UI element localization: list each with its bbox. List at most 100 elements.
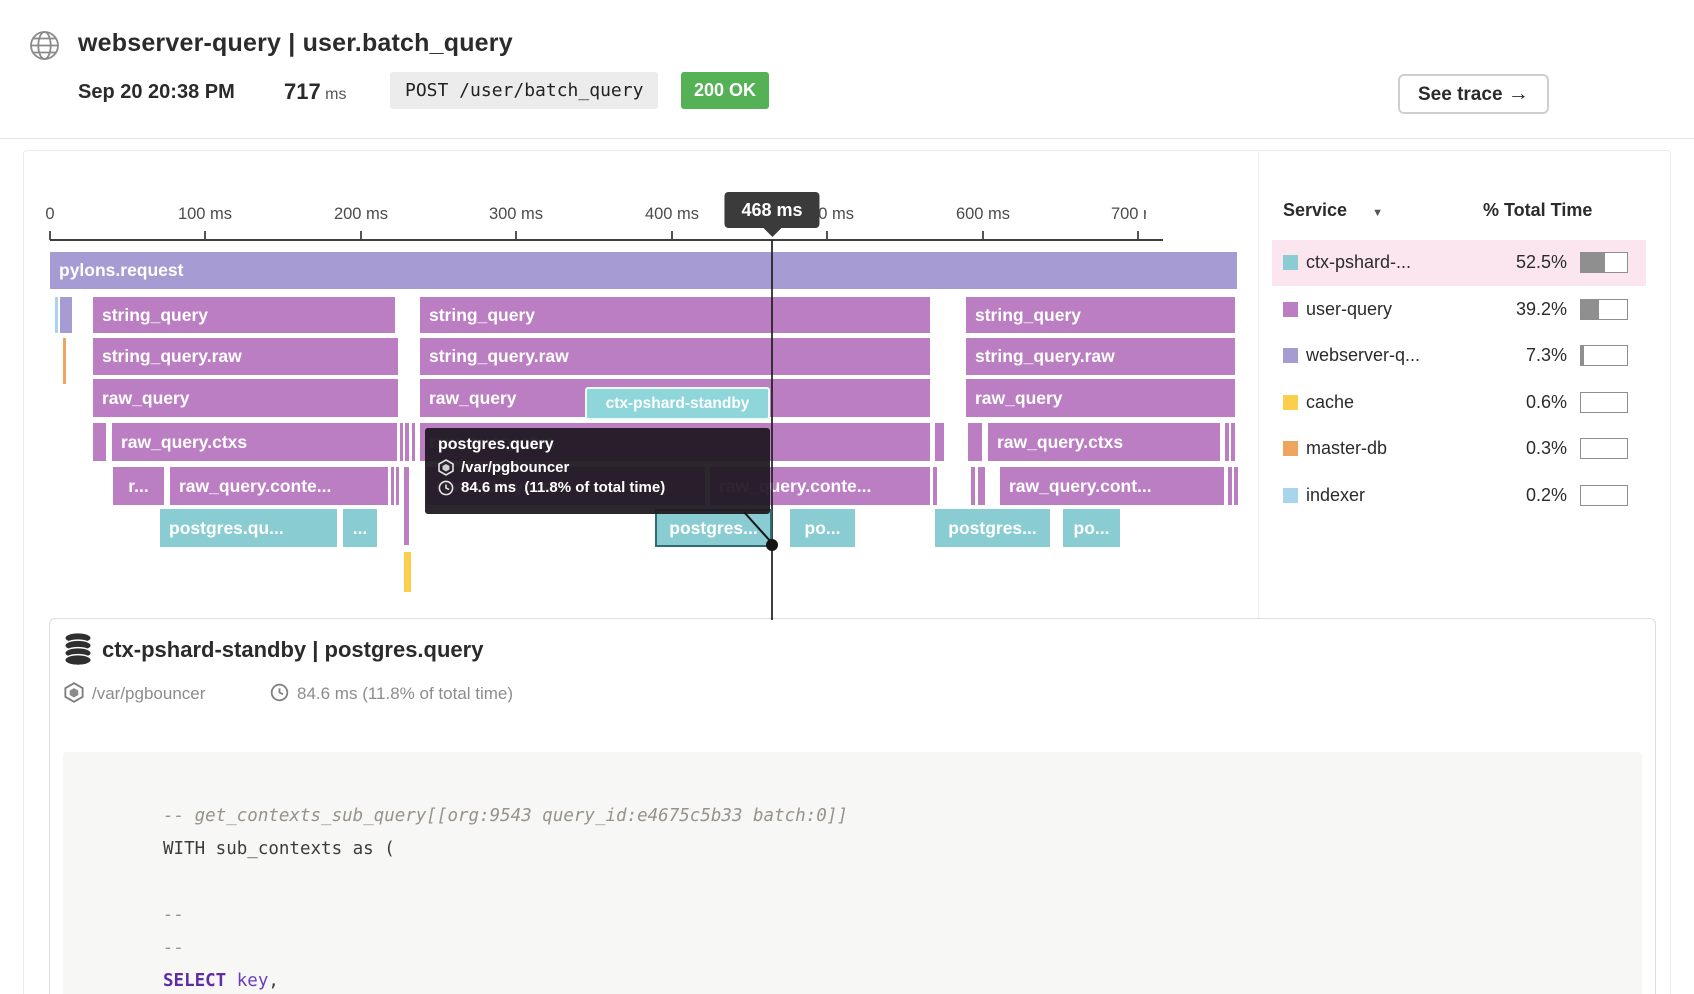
service-percent: 7.3% [1525,345,1567,365]
flame-span-sliver[interactable] [1228,467,1232,505]
service-percent-bar [1580,252,1628,273]
clock-icon [438,480,454,496]
service-row[interactable]: user-query 39.2% [1272,287,1646,333]
axis-tick-mark [360,231,362,240]
flame-span-sliver[interactable] [405,423,409,461]
axis-tick-mark [1137,231,1139,240]
flame-span[interactable]: po... [790,509,855,547]
service-percent: 0.3% [1525,438,1567,458]
service-percent-bar [1580,298,1628,320]
flame-span[interactable]: raw_query.cont... [1000,467,1224,505]
flame-span[interactable]: string_query [420,297,930,333]
span-detail-title: ctx-pshard-standby | postgres.query [102,637,484,662]
time-axis-line [50,239,1163,241]
flame-span-sliver[interactable] [933,467,937,505]
status-code-badge: 200 OK [681,72,770,109]
service-row[interactable]: ctx-pshard-...52.5% [1272,240,1646,286]
sort-descending-icon: ▼ [1372,207,1383,219]
service-percent: 39.2% [1515,298,1567,319]
flame-span[interactable]: raw_query.ctxs [112,423,397,461]
flame-span[interactable]: po... [1063,509,1120,547]
axis-tick-mark [826,231,828,240]
flame-span-sliver[interactable] [404,467,409,545]
sql-line: SELECT key, [163,971,279,991]
flame-span-sliver[interactable] [971,467,975,505]
service-color-swatch [1283,394,1298,410]
service-name: user-query [1306,298,1393,319]
flame-span-sliver[interactable] [396,467,399,505]
hexagon-host-icon [64,682,84,703]
flame-span-sliver[interactable] [63,338,66,384]
service-name: indexer [1306,484,1366,505]
axis-tick-label: 300 ms [488,205,544,223]
flame-span[interactable]: pylons.request [50,252,1237,289]
see-trace-button[interactable]: See trace → [1398,74,1549,114]
total-time-column-header[interactable]: % Total Time [1483,200,1593,220]
axis-tick-label: 200 ms [333,205,389,223]
flame-span-sliver[interactable] [935,423,944,461]
service-percent-bar [1580,345,1628,366]
flame-span[interactable]: string_query [966,297,1235,333]
sql-line: -- [163,938,185,958]
flame-span[interactable]: raw_query [966,379,1235,417]
time-cursor-badge[interactable]: 468 ms [724,192,820,228]
service-percent: 0.2% [1525,484,1567,505]
hovered-service-label: ctx-pshard-standby [585,387,770,420]
tooltip-host: /var/pgbouncer [461,459,570,476]
service-row[interactable]: indexer 0.2% [1272,473,1646,519]
flame-span[interactable]: string_query [93,297,395,333]
service-column-header[interactable]: Service ▼ [1283,200,1383,220]
trace-timestamp: Sep 20 20:38 PM [78,81,235,103]
flame-span-sliver[interactable] [55,297,58,333]
sql-line: WITH sub_contexts as ( [163,839,395,859]
flame-span-sliver[interactable] [968,423,982,461]
flame-span[interactable]: ... [343,509,377,547]
service-percent-bar [1580,391,1628,413]
tooltip-span-name: postgres.query [438,436,554,453]
flame-span-sliver[interactable] [1231,423,1235,461]
axis-tick-label: 600 ms [955,205,1011,223]
flame-span[interactable]: raw_query.ctxs [988,423,1220,461]
panel-divider [1258,151,1259,618]
service-color-swatch [1283,441,1298,456]
flame-span-sliver[interactable] [93,423,106,461]
flame-span-sliver[interactable] [400,423,403,461]
service-name: cache [1306,391,1355,412]
flame-span[interactable]: raw_query.conte... [170,467,388,505]
flame-span-sliver[interactable] [978,467,985,505]
header-divider [0,138,1694,139]
flame-span-sliver[interactable] [412,423,415,461]
flame-span[interactable]: string_query.raw [420,338,930,375]
flame-span-sliver[interactable] [1234,467,1238,505]
flame-span[interactable]: r... [113,467,164,505]
service-color-swatch [1283,255,1298,270]
service-name: webserver-q... [1306,345,1421,365]
sql-line: -- [163,905,185,925]
service-row[interactable]: webserver-q... 7.3% [1272,333,1646,379]
flame-span[interactable]: string_query.raw [966,338,1235,375]
database-icon [64,633,92,665]
span-anchor-dot[interactable] [766,539,778,551]
sql-line: -- get_contexts_sub_query[[org:9543 quer… [163,806,848,826]
flame-span[interactable]: postgres.qu... [160,509,337,547]
service-percent-bar [1580,484,1628,506]
service-row[interactable]: cache 0.6% [1272,380,1646,426]
flame-span[interactable]: postgres... [935,509,1050,547]
flame-span-sliver[interactable] [391,467,394,505]
globe-icon [29,30,60,61]
flame-span[interactable]: string_query.raw [93,338,398,375]
axis-tick-label: 400 ms [644,205,700,223]
flame-span-sliver[interactable] [1225,423,1229,461]
page-title: webserver-query | user.batch_query [78,29,513,57]
hexagon-host-icon [438,459,454,476]
flame-span-sliver[interactable] [404,552,411,592]
span-detail-duration: 84.6 ms (11.8% of total time) [297,684,514,703]
flame-span[interactable]: raw_query [93,379,398,417]
flame-span-sliver[interactable] [60,297,72,333]
span-detail-host: /var/pgbouncer [92,684,206,703]
flame-span[interactable]: postgres... [655,509,772,547]
service-percent: 0.6% [1525,391,1567,412]
